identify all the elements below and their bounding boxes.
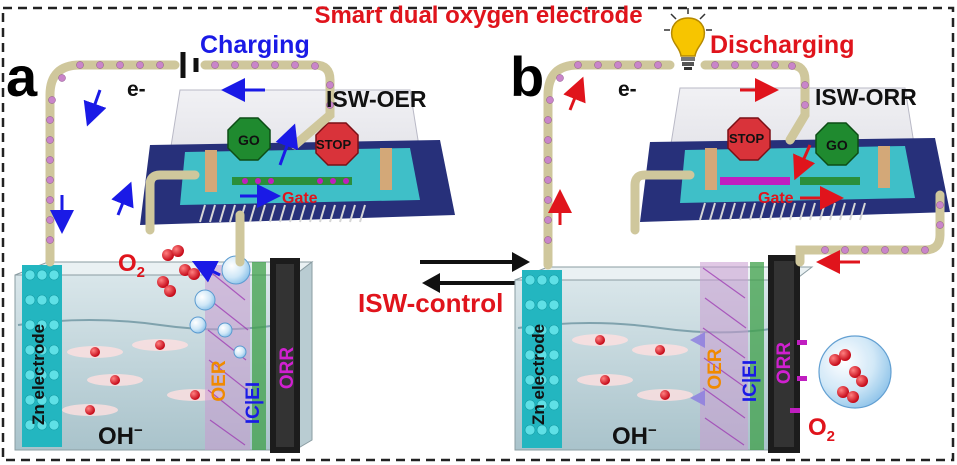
panel-b-switch-label: ISW-ORR <box>815 84 917 110</box>
electron-flow-arrows <box>548 76 860 274</box>
wire-beads <box>544 61 944 254</box>
panel-a-mode: Charging <box>200 31 310 59</box>
panel-a-label: a <box>6 45 38 108</box>
panel-a-zn-label: Zn electrode <box>29 323 48 425</box>
panel-a-orr-label: ORR <box>277 346 298 390</box>
panel-b-ic-ei-label: IC|EI <box>740 359 761 403</box>
electron-flow-arrows <box>50 78 299 283</box>
ic-ei-membrane <box>750 262 764 450</box>
panel-a-gate: Gate <box>282 190 318 207</box>
stop-sign-icon <box>315 122 359 166</box>
panel-b-go-text: GO <box>826 137 848 153</box>
panel-b-gate: Gate <box>758 190 794 207</box>
lightbulb-icon <box>664 8 712 70</box>
panel-b-electron: e- <box>618 78 637 101</box>
membrane-markers <box>790 340 807 413</box>
zn-electrode <box>522 270 562 448</box>
external-wire <box>543 60 945 270</box>
panel-a <box>14 52 455 453</box>
panel-a-o2: O2 <box>118 250 146 281</box>
isw-chip <box>140 89 455 225</box>
wire-beads <box>46 61 334 244</box>
bubble-icon <box>818 335 892 409</box>
oer-catalyst-layer <box>700 262 748 450</box>
panel-a-stop-text: STOP <box>316 137 352 152</box>
panel-b-o2: O2 <box>808 414 836 445</box>
battery-icon <box>180 52 199 78</box>
zn-electrode <box>22 265 62 447</box>
dashed-frame <box>1 6 955 462</box>
panel-b-label: b <box>510 45 545 108</box>
panel-b-zn-label: Zn electrode <box>529 323 548 425</box>
panel-a-switch-label: ISW-OER <box>326 86 427 112</box>
panel-a-electrolyte: OH− <box>98 422 143 450</box>
stop-sign-icon <box>727 117 771 161</box>
ion-flow-arrows <box>690 332 705 406</box>
figure-title: Smart dual oxygen electrode <box>314 2 643 29</box>
panel-b-mode: Discharging <box>710 31 855 59</box>
go-sign-icon <box>815 122 859 166</box>
panel-b <box>514 8 950 453</box>
ic-ei-membrane <box>252 262 266 450</box>
bubble-icon <box>189 255 251 359</box>
go-sign-icon <box>227 117 271 161</box>
panel-b-stop-text: STOP <box>729 131 765 146</box>
isw-control-label: ISW-control <box>358 288 504 318</box>
orr-air-electrode <box>768 255 800 453</box>
panel-b-orr-label: ORR <box>774 341 795 385</box>
external-wire <box>45 60 335 267</box>
orr-air-electrode <box>270 258 300 453</box>
panel-a-ic-ei-label: IC|EI <box>243 381 264 425</box>
panel-a-oer-label: OER <box>209 360 230 402</box>
panel-a-electron: e- <box>127 78 146 101</box>
hydroxide-ions <box>572 334 693 401</box>
panel-b-electrolyte: OH− <box>612 422 657 450</box>
panel-b-oer-label: OER <box>705 348 726 390</box>
panel-a-go-text: GO <box>238 132 260 148</box>
isw-control-arrows <box>420 252 530 293</box>
